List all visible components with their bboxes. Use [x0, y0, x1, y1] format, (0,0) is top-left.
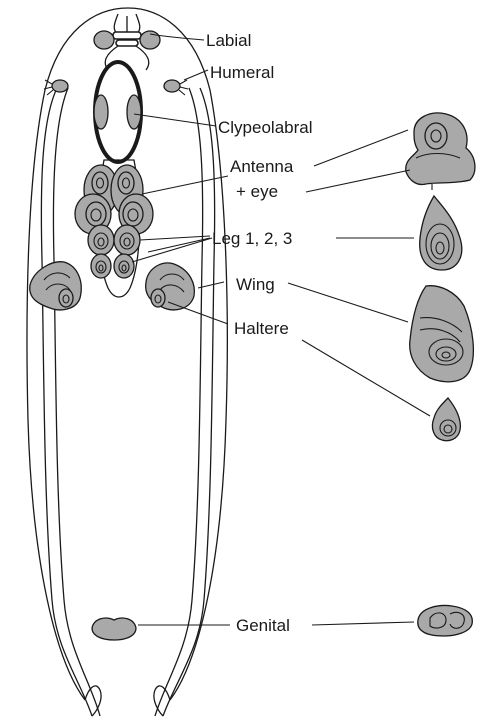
- right-leg-3-disc: [114, 254, 134, 278]
- left-leg-2-disc: [88, 225, 114, 255]
- antenna-leader: [142, 176, 228, 194]
- isolated-leg-disc: [420, 196, 462, 270]
- leg-leader-3: [148, 238, 210, 252]
- isolated-genital-disc: [418, 606, 473, 636]
- label-labial: Labial: [206, 31, 251, 50]
- right-trachea-inner: [155, 88, 203, 716]
- label-antenna: Antenna: [230, 157, 294, 176]
- humeral-leader: [184, 70, 208, 80]
- label-clypeolabral: Clypeolabral: [218, 118, 313, 137]
- label-wing: Wing: [236, 275, 275, 294]
- isolated-haltere-disc: [432, 398, 460, 441]
- genital-disc: [92, 618, 136, 640]
- wing-to-disc-leader: [288, 283, 408, 322]
- label-eye: + eye: [236, 182, 278, 201]
- antenna-to-disc-leader: [314, 130, 408, 166]
- haltere-leader: [168, 302, 228, 324]
- left-wing-haltere-disc: [30, 262, 81, 310]
- right-leg-2-disc: [114, 225, 140, 255]
- isolated-eye-antennal-disc: [406, 113, 475, 190]
- genital-to-disc-leader: [312, 622, 414, 625]
- clypeolabral-leader: [134, 114, 216, 126]
- right-labial-disc: [140, 31, 160, 49]
- label-genital: Genital: [236, 616, 290, 635]
- right-humeral-disc: [164, 80, 188, 95]
- label-humeral: Humeral: [210, 63, 274, 82]
- left-clypeolabral-disc: [94, 95, 108, 129]
- right-clypeolabral-disc: [127, 95, 141, 129]
- labels: Labial Humeral Clypeolabral Antenna + ey…: [206, 31, 313, 635]
- eye-to-disc-leader: [306, 170, 410, 192]
- leg-leader-1: [140, 236, 210, 240]
- left-leg-3-disc: [91, 254, 111, 278]
- left-labial-disc: [94, 31, 114, 49]
- leg-leader-2: [132, 238, 212, 262]
- isolated-wing-disc: [410, 286, 474, 382]
- label-legs: Leg 1, 2, 3: [212, 229, 292, 248]
- posterior-spiracles: [85, 686, 170, 716]
- label-haltere: Haltere: [234, 319, 289, 338]
